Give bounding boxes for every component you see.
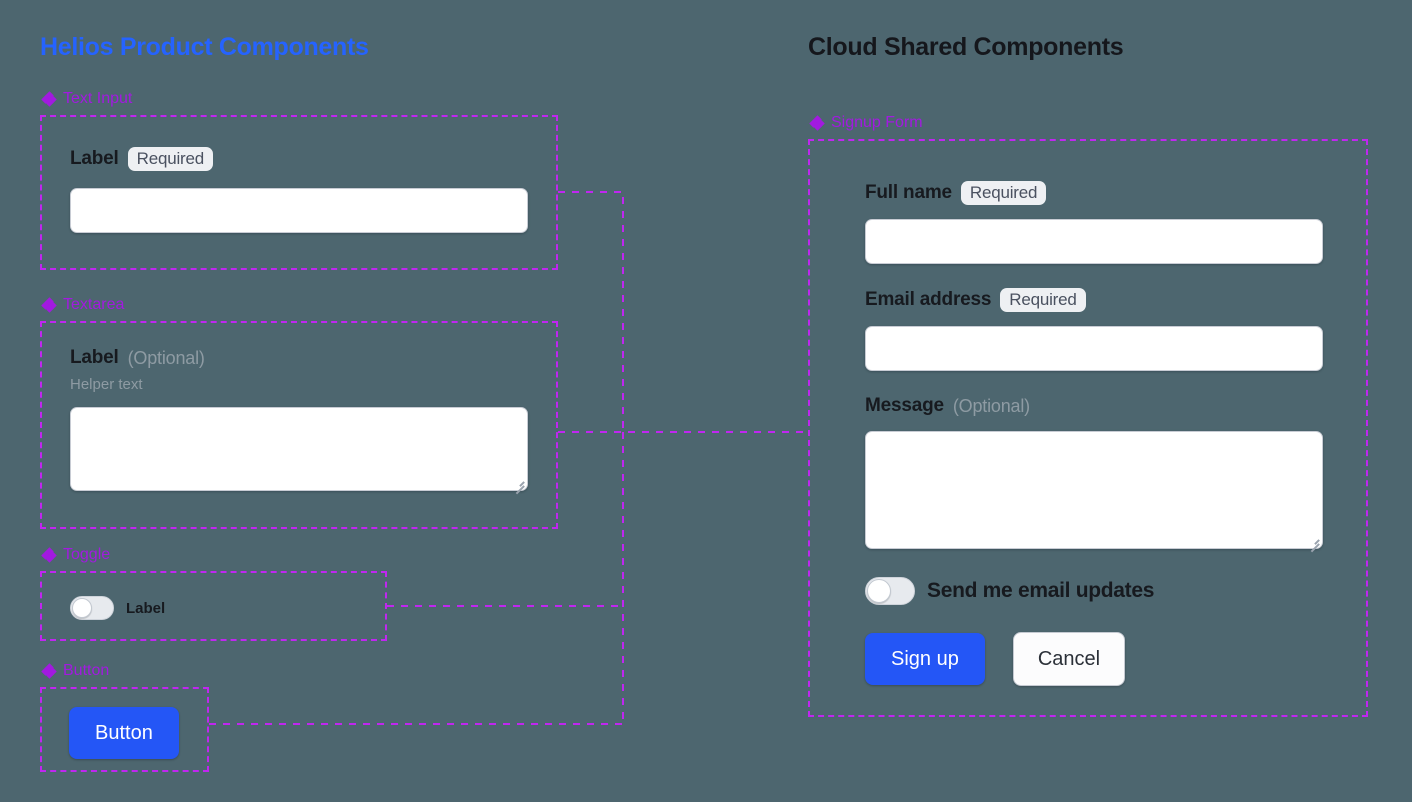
signup-button-row: Sign up Cancel [865,632,1323,686]
textarea-helper-text: Helper text [70,376,143,393]
email-group: Email address Required [865,288,1323,371]
page-title-left: Helios Product Components [40,33,369,61]
optional-tag: (Optional) [952,395,1030,416]
toggle-switch[interactable] [70,596,114,620]
message-label: Message [865,395,944,416]
toggle-knob [72,598,92,618]
full-name-input[interactable] [865,219,1323,264]
required-badge: Required [127,147,214,171]
sign-up-button[interactable]: Sign up [865,633,985,685]
textarea-wrapper [70,407,528,494]
toggle-component: Label [70,596,165,620]
full-name-label-row: Full name Required [865,181,1323,205]
textarea-label-row: Label (Optional) [70,347,528,369]
section-label-button: Button [41,662,110,680]
demo-button[interactable]: Button [69,707,179,759]
toggle-knob [867,579,891,603]
cancel-button[interactable]: Cancel [1012,632,1126,686]
text-input-label-row: Label Required [70,147,528,171]
message-textarea[interactable] [865,431,1323,549]
required-badge: Required [960,181,1047,205]
component-box-textarea: Label (Optional) Helper text [40,321,558,529]
diamond-cluster-icon [41,663,57,679]
diamond-cluster-icon [41,297,57,313]
full-name-group: Full name Required [865,181,1323,264]
email-updates-label: Send me email updates [927,579,1155,602]
section-label-text-input: Text Input [41,90,133,108]
text-input-field[interactable] [70,188,528,233]
spacer [865,264,1323,288]
component-box-button: Button [40,687,209,772]
spacer [865,371,1323,395]
component-box-signup-form: Full name Required Email address Require… [808,139,1368,717]
textarea-label: Label [70,347,119,368]
toggle-label: Label [126,599,166,617]
section-label-text: Textarea [63,296,125,313]
textarea-component: Label (Optional) Helper text [70,347,528,494]
section-label-text: Toggle [63,546,111,563]
email-label: Email address [865,289,992,310]
full-name-label: Full name [865,182,952,203]
diamond-cluster-icon [41,91,57,107]
section-label-toggle: Toggle [41,546,111,564]
email-input[interactable] [865,326,1323,371]
diamond-cluster-icon [809,115,825,131]
signup-form: Full name Required Email address Require… [865,181,1323,686]
section-label-signup-form: Signup Form [809,114,923,132]
message-group: Message (Optional) [865,395,1323,552]
text-input-label: Label [70,148,119,169]
email-updates-toggle[interactable] [865,577,915,605]
toggle-row: Label [70,596,165,620]
button-component: Button [69,707,179,759]
email-label-row: Email address Required [865,288,1323,312]
section-label-text: Text Input [63,90,133,107]
component-box-text-input: Label Required [40,115,558,270]
section-label-text: Button [63,662,110,679]
connector-text-input [558,191,624,432]
message-label-row: Message (Optional) [865,395,1323,417]
text-input-component: Label Required [70,147,528,233]
required-badge: Required [1000,288,1086,312]
section-label-text: Signup Form [831,114,923,131]
diamond-cluster-icon [41,547,57,563]
message-textarea-wrapper [865,431,1323,552]
page-title-right: Cloud Shared Components [808,33,1124,61]
optional-tag: (Optional) [127,347,205,368]
email-updates-toggle-row: Send me email updates [865,577,1323,605]
component-box-toggle: Label [40,571,387,641]
textarea-field[interactable] [70,407,528,491]
section-label-textarea: Textarea [41,296,125,314]
